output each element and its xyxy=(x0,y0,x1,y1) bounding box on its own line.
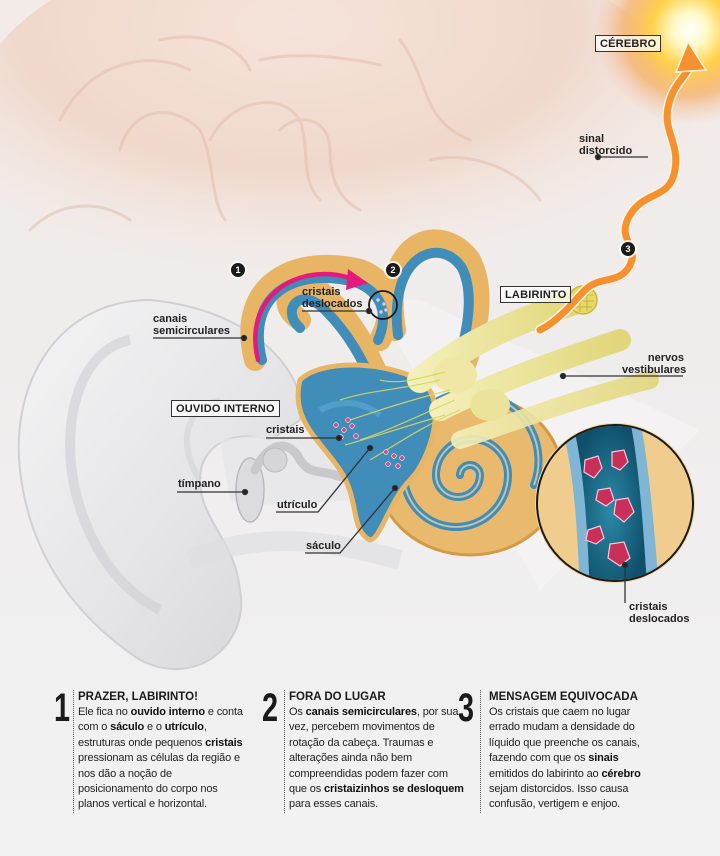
label-ouvido-interno: OUVIDO INTERNO xyxy=(171,400,280,417)
panel-text: Ele fica no ouvido interno e conta com o… xyxy=(78,706,243,811)
label-timpano: tímpano xyxy=(178,478,221,490)
label-sinal-distorcido: sinal distorcido xyxy=(579,133,633,157)
label-cristais-deslocados-canal: cristais deslocados xyxy=(302,286,363,310)
panel-title: PRAZER, LABIRINTO! xyxy=(78,691,198,703)
step-badge-3: 3 xyxy=(621,242,635,256)
panel-number: 1 xyxy=(54,686,71,730)
panel-text: Os cristais que caem no lugar errado mud… xyxy=(489,706,641,811)
panel-number: 3 xyxy=(458,686,475,730)
panel-title: FORA DO LUGAR xyxy=(289,691,386,703)
label-nervos-vestibulares: nervos vestibulares xyxy=(622,352,687,376)
panel-number: 2 xyxy=(262,686,279,730)
label-utriculo: utrículo xyxy=(277,499,318,511)
label-labirinto: LABIRINTO xyxy=(500,286,572,303)
panel-title: MENSAGEM EQUIVOCADA xyxy=(489,691,638,703)
label-cerebro: CÉREBRO xyxy=(595,35,662,52)
label-saculo: sáculo xyxy=(306,540,341,552)
label-cristais-deslocados-zoom: cristais deslocados xyxy=(629,601,690,625)
step-badge-1: 1 xyxy=(231,263,245,277)
label-canais-semicirculares: canais semicirculares xyxy=(153,313,231,337)
step-badge-2: 2 xyxy=(386,263,400,277)
panel-text: Os canais semicirculares, por sua vez, p… xyxy=(289,706,464,811)
label-cristais: cristais xyxy=(266,424,305,436)
explanation-panels: 1 PRAZER, LABIRINTO! Ele fica no ouvido … xyxy=(0,686,720,840)
